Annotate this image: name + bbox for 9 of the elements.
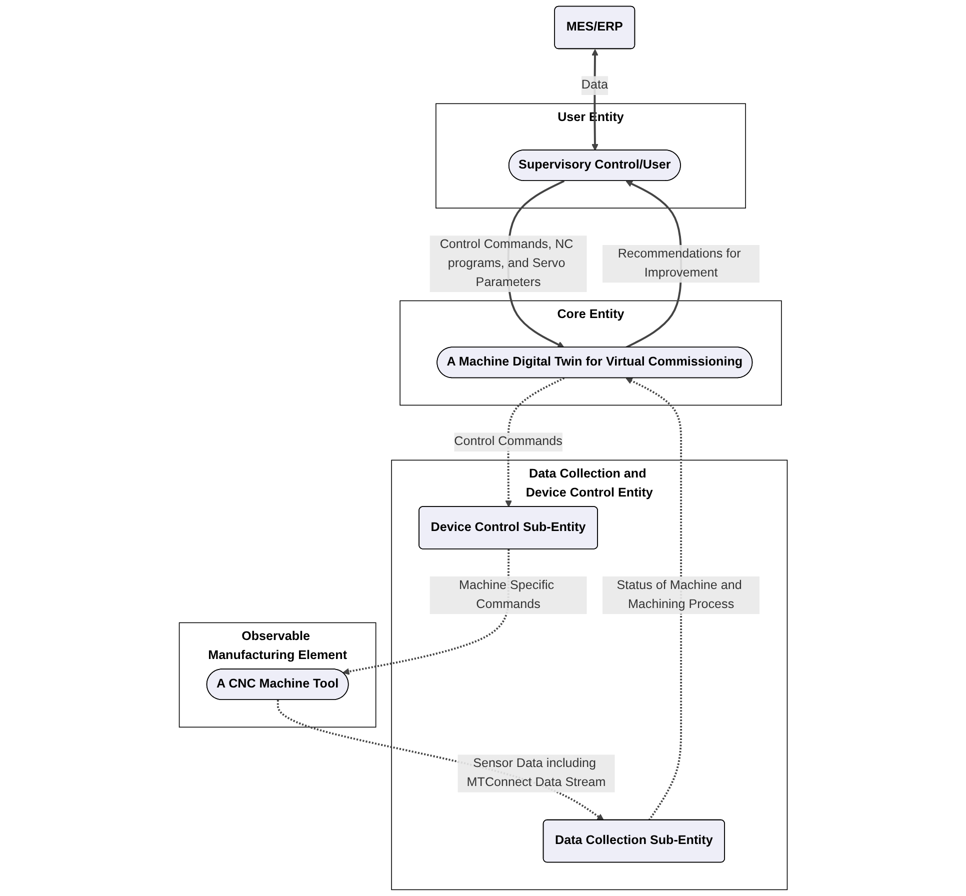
- edge-label: Sensor Data including MTConnect Data Stream: [466, 756, 606, 790]
- edge-label: Data: [581, 78, 608, 92]
- edge-label: Status of Machine and Machining Process: [616, 578, 742, 611]
- edge-label: Control Commands: [454, 435, 562, 448]
- arrow: [625, 378, 682, 821]
- arrow: [504, 377, 564, 508]
- edge-label: Control Commands, NC programs, and Servo Parameters: [440, 238, 573, 289]
- edge-label: Recommendations for Improvement: [618, 247, 740, 280]
- edge-label: Machine Specific Commands: [458, 578, 554, 611]
